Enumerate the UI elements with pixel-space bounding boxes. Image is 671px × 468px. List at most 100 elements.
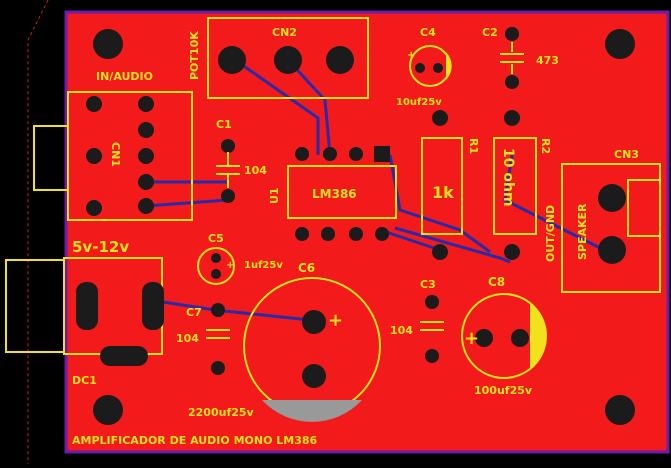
supply-label: 5v-12v <box>72 238 129 256</box>
c8-value: 100uf25v <box>474 384 533 397</box>
c6-label: C6 <box>298 261 315 275</box>
pad <box>138 198 154 214</box>
pad <box>505 75 519 89</box>
c2-value: 473 <box>536 54 559 67</box>
pad <box>511 329 529 347</box>
mount-hole <box>605 395 635 425</box>
cn1-jack <box>33 125 69 191</box>
c8-label: C8 <box>488 275 505 289</box>
pad <box>138 96 154 112</box>
r1-outline <box>421 137 463 235</box>
pad <box>349 147 363 161</box>
c5-outline <box>197 247 235 285</box>
speaker-label: SPEAKER <box>576 203 589 260</box>
r2-label: R2 <box>539 138 552 154</box>
pad <box>138 174 154 190</box>
pad <box>86 200 102 216</box>
pad <box>505 27 519 41</box>
guide-line <box>27 0 49 464</box>
pad <box>221 189 235 203</box>
pad <box>504 244 520 260</box>
cn3-plug <box>627 179 661 237</box>
r2-value: 10 ohm <box>500 148 516 207</box>
u1-outline <box>287 165 397 219</box>
pad <box>86 96 102 112</box>
trace <box>503 154 601 250</box>
c6-value: 2200uf25v <box>188 406 255 419</box>
r1-label: R1 <box>467 138 480 154</box>
r2-outline <box>493 137 537 235</box>
c6-polarity <box>262 400 362 422</box>
mount-hole <box>605 29 635 59</box>
trace <box>145 198 229 208</box>
c4-polarity <box>446 52 452 80</box>
mount-hole <box>93 29 123 59</box>
u1-label: U1 <box>268 187 281 204</box>
pad <box>274 46 302 74</box>
pad <box>598 184 626 212</box>
c8-plus: + <box>464 328 479 349</box>
pad <box>295 147 309 161</box>
c7-value: 104 <box>176 332 199 345</box>
pad <box>433 63 443 73</box>
pad <box>211 303 225 317</box>
c1-label: C1 <box>216 118 232 131</box>
pad <box>326 46 354 74</box>
pad-oval <box>142 282 164 330</box>
dc1-jack <box>5 259 65 353</box>
c2-label: C2 <box>482 26 498 39</box>
c5-value: 1uf25v <box>244 260 283 271</box>
pad-oval <box>76 282 98 330</box>
pad <box>138 122 154 138</box>
cn3-label: CN3 <box>614 148 639 161</box>
board-title: AMPLIFICADOR DE AUDIO MONO LM386 <box>72 434 318 447</box>
trace <box>286 58 332 156</box>
pad <box>218 46 246 74</box>
c3-value: 104 <box>390 324 413 337</box>
c8-polarity <box>530 303 547 369</box>
in-audio-label: IN/AUDIO <box>96 70 153 83</box>
pad <box>349 227 363 241</box>
pad <box>375 227 389 241</box>
pad <box>221 139 235 153</box>
c6-plus: + <box>328 310 343 331</box>
out-gnd-label: OUT/GND <box>544 205 557 262</box>
mount-hole <box>93 395 123 425</box>
c1-value: 104 <box>244 164 267 177</box>
pad-square <box>374 146 390 162</box>
cn2-outline <box>207 17 369 99</box>
pad <box>432 110 448 126</box>
r1-value: 1k <box>432 183 454 202</box>
lm386-label: LM386 <box>312 187 357 201</box>
pad <box>302 310 326 334</box>
pad <box>425 349 439 363</box>
pot-label: POT10K <box>188 31 201 80</box>
pad <box>475 329 493 347</box>
pad <box>211 269 221 279</box>
pad <box>211 253 221 263</box>
pad <box>302 364 326 388</box>
pad-oval <box>100 346 148 366</box>
c5-plus: + <box>226 260 234 271</box>
trace <box>394 226 511 264</box>
pad <box>211 361 225 375</box>
trace <box>379 228 441 252</box>
pad <box>415 63 425 73</box>
c5-label: C5 <box>208 232 224 245</box>
dc1-label: DC1 <box>72 374 97 387</box>
c3-label: C3 <box>420 278 436 291</box>
pad <box>504 110 520 126</box>
pad <box>86 148 102 164</box>
pad <box>598 236 626 264</box>
c4-value: 10uf25v <box>396 97 442 108</box>
pad <box>323 147 337 161</box>
c4-label: C4 <box>420 26 436 39</box>
pad <box>295 227 309 241</box>
cn1-label: CN1 <box>109 142 122 167</box>
pad <box>425 295 439 309</box>
c4-plus: + <box>407 50 415 61</box>
pad <box>321 227 335 241</box>
cn2-label: CN2 <box>272 26 297 39</box>
